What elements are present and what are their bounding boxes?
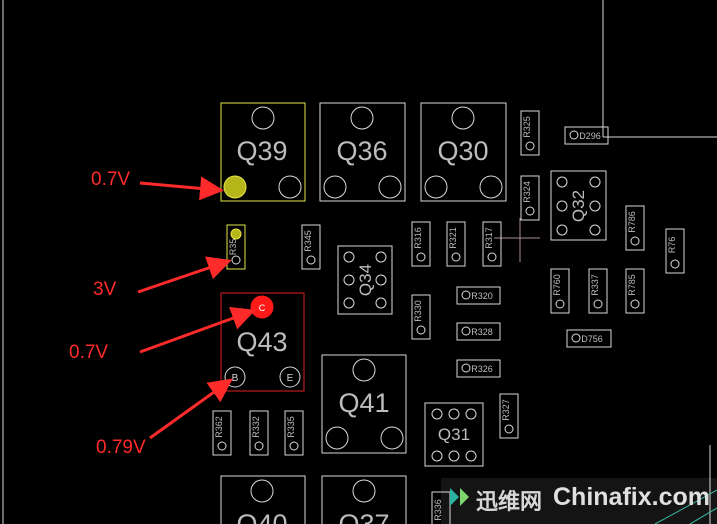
q43-label: Q43 xyxy=(236,327,287,357)
watermark-panel xyxy=(441,478,717,524)
part-r335[interactable]: R335 xyxy=(284,410,304,456)
component-q31[interactable]: Q31 xyxy=(424,402,484,467)
part-r337[interactable]: R337 xyxy=(588,268,608,314)
component-q36[interactable]: Q36 xyxy=(319,102,406,202)
q40-label: Q40 xyxy=(236,509,287,524)
part-r362[interactable]: R362 xyxy=(212,410,232,456)
r786-label: R786 xyxy=(627,211,637,233)
component-q39[interactable]: Q39 xyxy=(220,102,306,202)
r362-label: R362 xyxy=(214,416,224,438)
r317-label: R317 xyxy=(484,227,494,249)
r330-label: R330 xyxy=(413,300,423,322)
r332-label: R332 xyxy=(251,416,261,438)
r316-label: R316 xyxy=(413,227,423,249)
arrow-q39-pin xyxy=(139,176,224,201)
component-q34[interactable]: Q34 xyxy=(337,245,393,315)
d756-label: D756 xyxy=(581,334,603,344)
part-r345[interactable]: R345 xyxy=(301,224,321,270)
voltage-label-q43-b: 0.79V xyxy=(96,437,146,458)
q43-pin-e-label: E xyxy=(287,373,294,384)
q43-pin-b-label: B xyxy=(232,373,239,384)
component-q43[interactable]: C B E Q43 xyxy=(220,292,305,392)
voltage-label-q43-c: 0.7V xyxy=(69,342,108,363)
voltage-label-q39: 0.7V xyxy=(91,169,130,190)
r324-label: R324 xyxy=(522,181,532,203)
part-r327[interactable]: R327 xyxy=(499,393,519,439)
r321-label: R321 xyxy=(448,227,458,249)
r336-label: R336 xyxy=(433,499,443,521)
component-q37[interactable]: Q37 xyxy=(321,475,407,524)
part-r326[interactable]: R326 xyxy=(456,359,501,378)
r35-label: R35 xyxy=(228,239,238,256)
part-d756[interactable]: D756 xyxy=(566,329,612,348)
q37-label: Q37 xyxy=(338,509,389,524)
r76-label: R76 xyxy=(667,237,677,254)
q31-label: Q31 xyxy=(438,425,470,444)
arrow-q43-c xyxy=(139,306,256,354)
r328-label: R328 xyxy=(471,327,493,337)
chinafix-logo-icon xyxy=(450,488,469,506)
r760-label: R760 xyxy=(552,274,562,296)
part-r76[interactable]: R76 xyxy=(665,228,685,274)
part-r324[interactable]: R324 xyxy=(520,175,540,221)
q43-pin-e[interactable] xyxy=(279,366,301,388)
part-r328[interactable]: R328 xyxy=(456,322,501,341)
part-r760[interactable]: R760 xyxy=(550,268,570,314)
q43-pin-b[interactable] xyxy=(224,366,246,388)
part-r336[interactable]: R336 xyxy=(431,491,451,524)
q32-label: Q32 xyxy=(569,190,588,222)
r785-label: R785 xyxy=(627,274,637,296)
r335-label: R335 xyxy=(286,416,296,438)
component-q32[interactable]: Q32 xyxy=(550,170,607,241)
r345-label: R345 xyxy=(303,230,313,252)
part-r785[interactable]: R785 xyxy=(625,268,645,314)
part-r786[interactable]: R786 xyxy=(625,205,645,251)
q34-label: Q34 xyxy=(356,264,375,296)
r320-label: R320 xyxy=(471,291,493,301)
q36-label: Q36 xyxy=(336,136,387,166)
r326-label: R326 xyxy=(471,364,493,374)
part-r332[interactable]: R332 xyxy=(249,410,269,456)
teal-trace xyxy=(654,489,717,524)
component-q30[interactable]: Q30 xyxy=(420,102,507,202)
q39-label: Q39 xyxy=(236,136,287,166)
part-r317[interactable]: R317 xyxy=(482,221,502,267)
part-d296[interactable]: D296 xyxy=(564,126,609,145)
d296-label: D296 xyxy=(579,131,601,141)
component-q41[interactable]: Q41 xyxy=(321,354,407,454)
voltage-label-r35: 3V xyxy=(93,279,117,300)
q43-pin-c-label: C xyxy=(259,303,266,313)
part-r320[interactable]: R320 xyxy=(456,286,501,305)
r337-label: R337 xyxy=(590,274,600,296)
teal-trace-2 xyxy=(689,507,717,524)
part-r325[interactable]: R325 xyxy=(520,110,540,156)
q41-label: Q41 xyxy=(338,388,389,418)
r327-label: R327 xyxy=(501,399,511,421)
part-r321[interactable]: R321 xyxy=(446,221,466,267)
part-r316[interactable]: R316 xyxy=(411,221,431,267)
arrow-q43-b xyxy=(149,378,233,440)
component-q40[interactable]: Q40 xyxy=(220,475,306,524)
crosshair-cursor xyxy=(494,218,540,262)
part-r330[interactable]: R330 xyxy=(411,294,431,340)
part-r35[interactable]: R35 xyxy=(226,224,246,270)
watermark-cn-text: 迅维网 xyxy=(476,490,543,515)
r325-label: R325 xyxy=(522,116,532,138)
arrow-r35-pin xyxy=(137,256,232,294)
watermark-en-text: Chinafix.com xyxy=(553,483,710,511)
q30-label: Q30 xyxy=(437,136,488,166)
